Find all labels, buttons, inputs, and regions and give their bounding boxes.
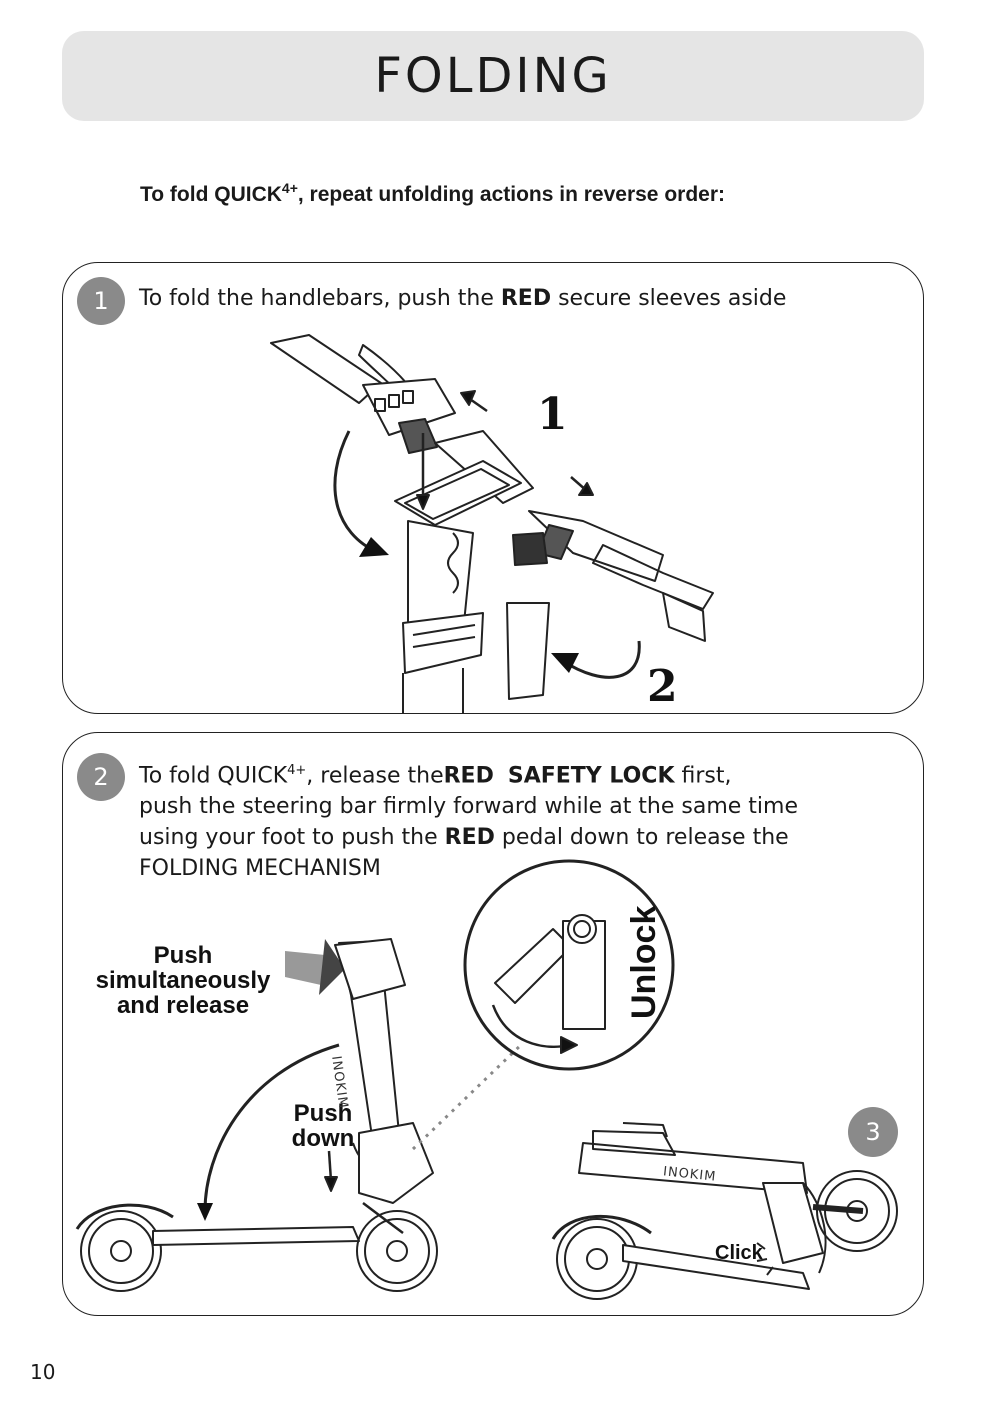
page-title: FOLDING — [374, 48, 612, 104]
unlock-label: Unlock — [625, 905, 663, 1019]
intro-prefix: To fold QUICK — [140, 183, 282, 206]
callout-down-line-1: Push — [293, 1100, 353, 1127]
scooter-folding-illustration — [75, 859, 898, 1300]
callout-down-line-2: down — [291, 1125, 355, 1152]
step-2-line-1: To fold QUICK4+, release theRED SAFETY L… — [139, 755, 899, 791]
callout-push-down: Push down — [283, 1101, 363, 1151]
step-2-panel: 2 To fold QUICK4+, release theRED SAFETY… — [62, 732, 924, 1316]
marker-2: 2 — [647, 661, 678, 712]
step-1-text-before: To fold the handlebars, push the — [139, 286, 501, 311]
step-1-text-bold: RED — [500, 286, 552, 311]
callout-push-line-2: simultaneously — [95, 967, 271, 994]
handlebar-folding-illustration — [270, 334, 714, 713]
intro-suffix: , repeat unfolding actions in reverse or… — [297, 183, 725, 206]
marker-1: 1 — [537, 389, 568, 440]
step-2-line-1-bold-2: SAFETY LOCK — [507, 763, 675, 789]
callout-push-line-1: Push — [153, 942, 213, 969]
step-2-line-1-sup: 4+ — [287, 763, 307, 778]
step-1-text-after: secure sleeves aside — [551, 286, 787, 311]
step-1-badge: 1 — [77, 277, 125, 325]
step-3-badge: 3 — [848, 1107, 898, 1157]
step-2-line-4: FOLDING MECHANISM — [139, 856, 381, 882]
step-2-line-3-a: using your foot to push the — [139, 825, 445, 851]
title-banner: FOLDING — [62, 31, 924, 121]
step-1-text: To fold the handlebars, push the RED sec… — [139, 283, 786, 314]
page-number: 10 — [30, 1360, 56, 1384]
click-label: Click — [715, 1242, 763, 1264]
step-2-line-3-bold: RED — [444, 825, 495, 851]
callout-push-simultaneously: Push simultaneously and release — [93, 943, 273, 1018]
step-2-line-1-b: , release the — [306, 763, 444, 789]
step-2-line-3: using your foot to push the RED pedal do… — [139, 822, 899, 853]
intro-sup: 4+ — [281, 180, 298, 196]
step-2-line-2: push the steering bar firmly forward whi… — [139, 794, 799, 820]
step-2-badge: 2 — [77, 753, 125, 801]
step-1-panel: 1 To fold the handlebars, push the RED s… — [62, 262, 924, 714]
step-2-line-1-bold-1: RED — [443, 763, 494, 789]
callout-push-line-3: and release — [116, 992, 250, 1019]
step-2-text: To fold QUICK4+, release theRED SAFETY L… — [139, 755, 899, 884]
step-2-line-3-b: pedal down to release the — [494, 825, 789, 851]
step-2-line-1-c: first, — [674, 763, 732, 789]
intro-text: To fold QUICK4+, repeat unfolding action… — [140, 180, 725, 207]
step-2-line-1-a: To fold QUICK — [139, 763, 288, 789]
